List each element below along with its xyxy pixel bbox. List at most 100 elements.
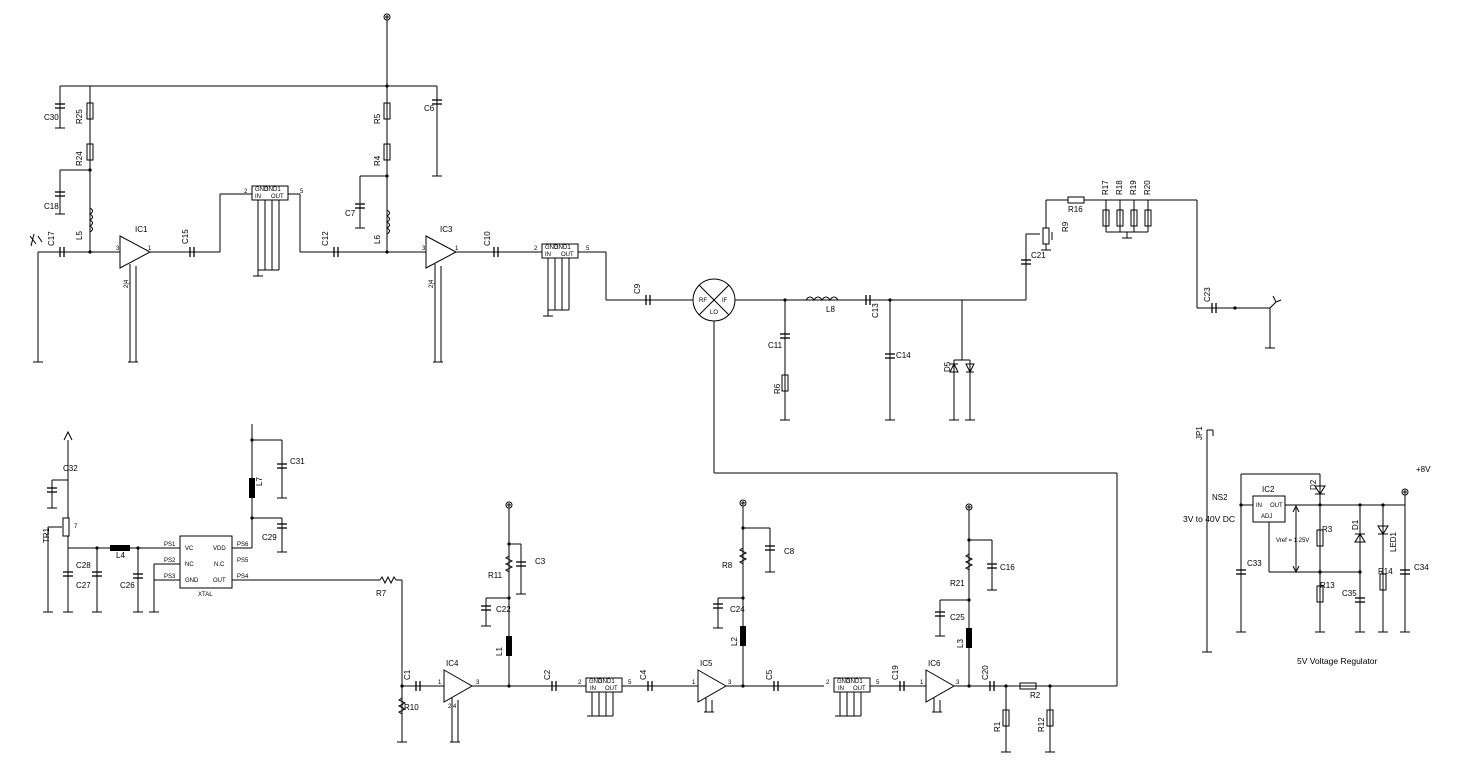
label-ic6: IC6 [928,659,941,668]
label-c10: C10 [483,231,492,246]
label-l8: L8 [826,305,835,314]
label-c9: C9 [633,283,642,294]
oscillator-section: C32 TR1 7 C28 C27 L4 C26 VC NC GND [42,424,403,686]
svg-text:PS4: PS4 [237,574,249,580]
label-l7: L7 [255,477,264,486]
label-ic3: IC3 [440,225,453,234]
label-l3: L3 [956,639,965,648]
label-r2: R2 [1030,691,1041,700]
label-c29: C29 [262,533,277,542]
label-c11: C11 [768,341,783,350]
svg-text:5: 5 [300,189,304,195]
label-c34: C34 [1414,563,1429,572]
label-jp1: JP1 [1195,426,1204,440]
label-d2: D2 [1309,479,1318,490]
label-c4: C4 [639,669,648,680]
svg-text:IN: IN [838,686,844,692]
label-r17: R17 [1101,180,1110,195]
label-ic2: IC2 [1262,485,1275,494]
svg-text:1: 1 [438,680,442,686]
svg-text:PS1: PS1 [164,542,176,548]
svg-text:PS5: PS5 [237,558,249,564]
label-r10: R10 [404,703,419,712]
svg-text:IN: IN [255,194,261,200]
svg-text:PS2: PS2 [164,558,176,564]
lo-amplifier-chain: R10 C1 IC4 1 3 2|4 L1 R11 C3 C22 C2 [396,499,1117,753]
svg-text:7: 7 [74,524,78,530]
label-r1: R1 [993,721,1002,732]
resistor-bank: R17 R18 R19 R20 [1101,180,1152,239]
label-r3: R3 [1322,525,1333,534]
svg-text:GND: GND [255,187,269,193]
svg-text:IN: IN [545,252,551,258]
label-l2: L2 [730,637,739,646]
label-r25: R25 [75,109,84,124]
label-r14: R14 [1378,567,1393,576]
label-ic4: IC4 [446,659,459,668]
label-c14: C14 [896,351,911,360]
svg-text:2: 2 [244,189,248,195]
label-r11: R11 [488,571,503,580]
svg-text:2: 2 [826,680,830,686]
svg-text:5: 5 [876,680,880,686]
label-c32: C32 [63,464,78,473]
label-d5: D5 [943,361,952,372]
label-c20: C20 [981,665,990,680]
svg-text:GND: GND [837,679,851,685]
label-ic5: IC5 [700,659,713,668]
label-c26: C26 [120,581,135,590]
svg-text:IN: IN [590,686,596,692]
label-c25: C25 [950,613,965,622]
svg-text:RF: RF [699,298,707,304]
svg-text:2: 2 [534,246,538,252]
label-c31: C31 [290,457,305,466]
svg-text:IN: IN [1256,503,1262,509]
svg-text:OUT: OUT [561,252,574,258]
label-r19: R19 [1129,180,1138,195]
label-r18: R18 [1115,180,1124,195]
label-l4: L4 [116,551,125,560]
label-d1: D1 [1351,519,1360,530]
label-l5: L5 [75,231,84,240]
label-c13: C13 [871,303,880,318]
vref-label: Vref = 1.25V [1276,538,1309,544]
regulator-title: 5V Voltage Regulator [1297,656,1378,666]
svg-text:2: 2 [578,680,582,686]
label-r16: R16 [1068,205,1083,214]
svg-text:VDD: VDD [213,546,226,552]
label-c30: C30 [44,113,59,122]
top-rf-chain: C6 C30 R25 R24 L5 C18 C17 IC1 3 1 [29,13,1282,686]
svg-text:LO: LO [710,310,718,316]
label-r13: R13 [1320,581,1335,590]
svg-text:1: 1 [455,246,459,252]
label-c18: C18 [44,202,59,211]
svg-text:ADJ: ADJ [1261,514,1272,520]
svg-text:1: 1 [920,680,924,686]
label-c8: C8 [784,547,795,556]
svg-text:GND1: GND1 [554,245,571,251]
label-r20: R20 [1143,180,1152,195]
label-c15: C15 [181,229,190,244]
svg-text:3: 3 [956,680,960,686]
label-c16: C16 [1000,563,1015,572]
label-c35: C35 [1342,589,1357,598]
input-range-label: 3V to 40V DC [1183,514,1235,524]
label-r6: R6 [773,383,782,394]
svg-text:PS6: PS6 [237,542,249,548]
svg-text:PS3: PS3 [164,574,176,580]
label-xtal: XTAL [198,592,213,598]
svg-text:IF: IF [722,298,728,304]
label-c1: C1 [403,669,412,680]
label-c33: C33 [1247,559,1262,568]
label-l1: L1 [495,647,504,656]
label-r24: R24 [75,151,84,166]
label-c22: C22 [496,605,511,614]
label-c23: C23 [1203,287,1212,302]
label-c5: C5 [765,669,774,680]
svg-text:2|4: 2|4 [448,704,457,710]
label-r8: R8 [722,561,733,570]
svg-text:OUT: OUT [605,686,618,692]
voltage-regulator-section: JP1 NS2 3V to 40V DC C33 IN OUT ADJ IC2 … [1183,426,1431,666]
label-c6: C6 [424,104,435,113]
